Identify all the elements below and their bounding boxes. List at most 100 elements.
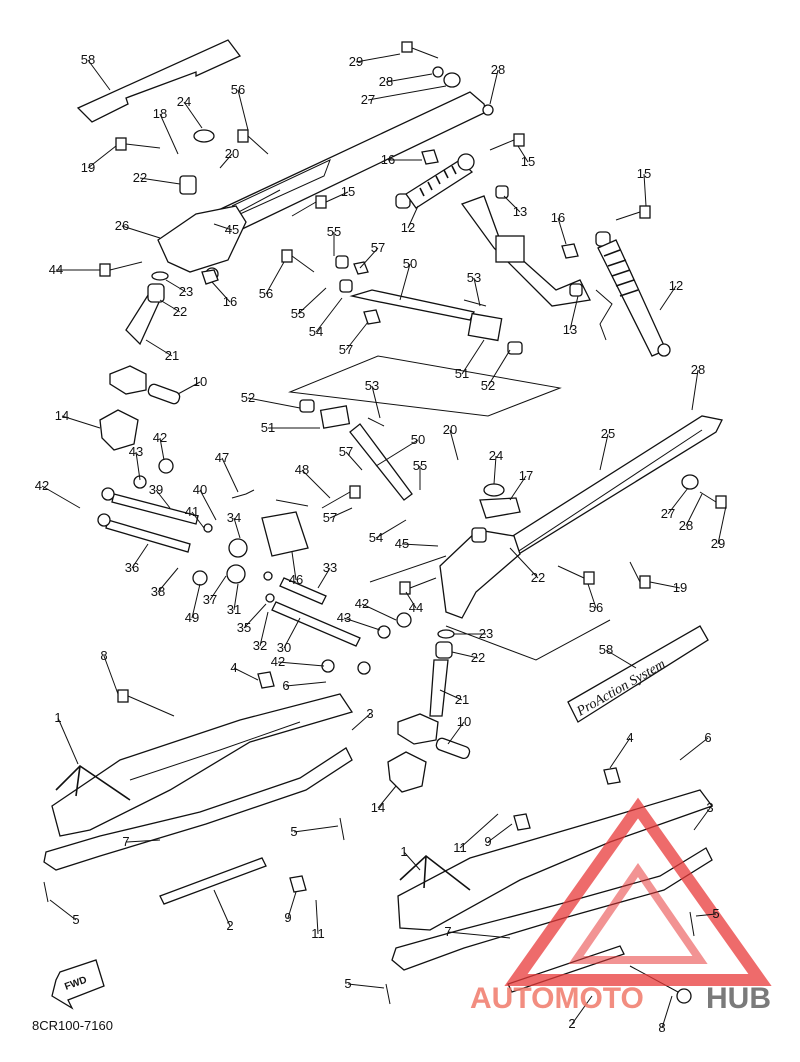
shock-absorber-12-right: [595, 231, 671, 357]
ski-stop-14-lower: [387, 751, 427, 793]
leader-c52a: [487, 349, 511, 387]
bolt-29-top: [401, 41, 439, 59]
leader-c9b: [287, 891, 297, 919]
leader-c4b: [609, 737, 631, 769]
leader-c7b: [447, 931, 511, 939]
leader-c18: [159, 113, 179, 155]
rod-39: [101, 487, 199, 525]
leader-c24b: [493, 455, 497, 485]
leader-c26: [121, 225, 161, 239]
leader-c53a: [473, 277, 481, 307]
callout-c28b: 28: [491, 62, 505, 77]
ski-wear-bar-2-left: [159, 857, 267, 905]
callout-c56a: 56: [231, 82, 245, 97]
leader-c10a: [177, 381, 201, 395]
rod-36: [97, 513, 191, 553]
leader-c39: [155, 489, 171, 509]
leader-c51a: [461, 339, 485, 375]
nut-9-right: [513, 813, 531, 831]
callout-c42a: 42: [153, 430, 167, 445]
leader-c25: [599, 433, 609, 471]
callout-c57a: 57: [371, 240, 385, 255]
leader-c15a: [517, 145, 529, 163]
leader-c1a: [57, 717, 79, 765]
callout-c10a: 10: [193, 374, 207, 389]
leader-c21a: [145, 339, 173, 357]
callout-c24a: 24: [177, 94, 191, 109]
leader-c57c: [345, 451, 363, 471]
leader-c14a: [61, 415, 101, 429]
leader-c54b: [375, 519, 407, 539]
spindle-21-upper: [109, 283, 165, 395]
bolt-48: [321, 485, 361, 509]
leader-c29a: [355, 53, 401, 63]
callout-c43b: 43: [337, 610, 351, 625]
leader-c45a: [213, 223, 233, 231]
leader-c1b: [403, 851, 421, 871]
leader-c28b: [489, 69, 499, 105]
callout-c50b: 50: [411, 432, 425, 447]
nut-9-left: [289, 875, 307, 893]
bolt-56-mid: [281, 249, 315, 273]
callout-c57c: 57: [339, 444, 353, 459]
callout-c5c: 5: [712, 906, 719, 921]
callout-c16c: 16: [551, 210, 565, 225]
ball-joints-34-37: [133, 458, 412, 675]
callout-c24b: 24: [489, 448, 503, 463]
leader-c5a: [293, 825, 339, 833]
nut-24-top: [193, 129, 215, 143]
nut-4-left: [257, 671, 275, 689]
callout-c42d: 42: [271, 654, 285, 669]
fwd-arrow: [51, 959, 105, 1010]
brand-text: ProAction System: [574, 657, 668, 720]
callout-c14a: 14: [55, 408, 69, 423]
callout-c50a: 50: [403, 256, 417, 271]
leader-c42a: [159, 437, 165, 461]
callout-c58b: 58: [599, 642, 613, 657]
leader-c6a: [285, 681, 327, 687]
leader-c5d: [347, 983, 385, 989]
leader-c35: [243, 603, 267, 629]
leader-c24a: [183, 101, 203, 129]
leader-c20a: [219, 153, 233, 169]
leader-c48: [301, 469, 331, 499]
leader-c21b: [439, 689, 463, 701]
watermark-logo: [504, 797, 772, 986]
leader-c40: [199, 489, 217, 521]
leader-c10b: [447, 721, 465, 745]
callout-c55a: 55: [327, 224, 341, 239]
spacer-28: [432, 66, 494, 116]
leader-c42c: [361, 603, 397, 621]
nut-16-c: [561, 243, 579, 259]
callout-c33: 33: [323, 560, 337, 575]
leader-c34: [233, 517, 241, 539]
callout-c1a: 1: [54, 710, 61, 725]
leader-c44b: [405, 591, 417, 609]
leader-c58a: [87, 59, 111, 91]
leader-c8b: [661, 995, 673, 1029]
drawing-code: 8CR100-7160: [32, 1018, 113, 1033]
leader-c52b: [247, 397, 301, 409]
leader-c50b: [375, 439, 419, 467]
leader-c2a: [213, 889, 231, 927]
bolt-56-lower: [557, 565, 595, 585]
callout-c42c: 42: [355, 596, 369, 611]
leader-c43b: [343, 617, 381, 631]
leader-c16c: [557, 217, 567, 245]
callout-c6b: 6: [704, 730, 711, 745]
callout-c4b: 4: [626, 730, 633, 745]
callout-c26: 26: [115, 218, 129, 233]
leader-c55b: [297, 287, 327, 315]
callout-leaders: [41, 53, 727, 1029]
nut-4-right: [603, 767, 621, 785]
leader-c12b: [659, 285, 677, 311]
leader-c9a: [487, 823, 513, 843]
leader-c23a: [165, 279, 187, 293]
callout-c28c: 28: [691, 362, 705, 377]
trailing-arm-upper: [204, 91, 487, 233]
leader-c28c: [691, 369, 699, 411]
leader-c13b: [569, 295, 579, 331]
leader-c33: [317, 567, 331, 589]
leader-c28a: [385, 73, 433, 83]
